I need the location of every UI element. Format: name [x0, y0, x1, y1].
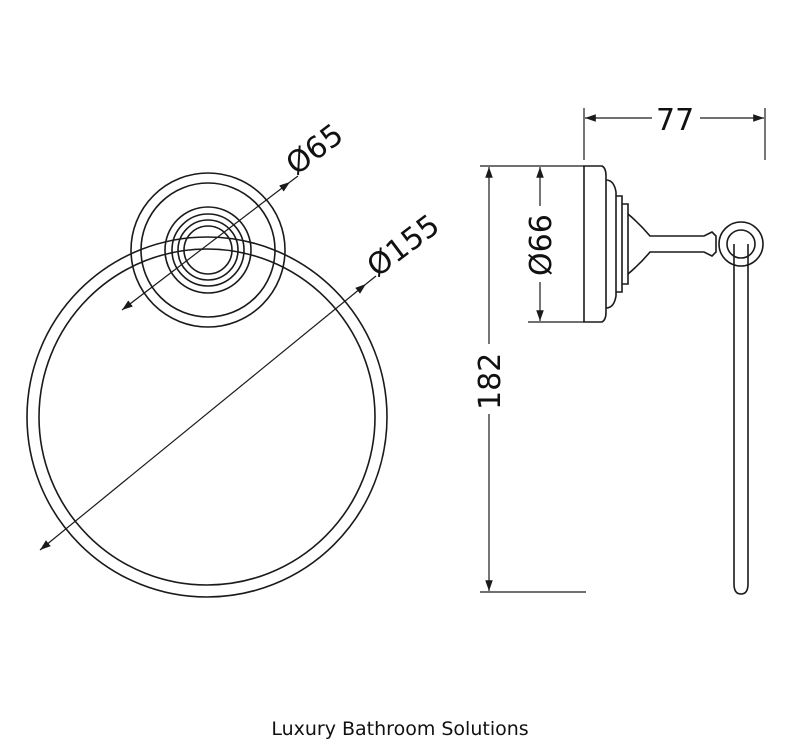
backplate-ring-2: [140, 182, 276, 318]
side-plate-diameter-label: Ø66: [524, 214, 559, 276]
side-pivot: [718, 221, 764, 267]
height-label: 182: [473, 353, 508, 410]
side-plate-step-1: [605, 179, 617, 309]
brand-caption: Luxury Bathroom Solutions: [271, 718, 529, 740]
front-view: Ø65 Ø155: [26, 117, 447, 598]
side-pivot-inner: [726, 229, 756, 259]
side-view: Ø66 77 182: [473, 103, 766, 595]
side-ring-profile: [733, 244, 749, 595]
towel-ring-outer: [26, 236, 388, 598]
ring-diameter-label: Ø155: [361, 208, 447, 285]
ring-diameter-leader: [365, 275, 377, 285]
backplate-diameter-label: Ø65: [280, 117, 350, 182]
backplate-outer-ring: [130, 172, 286, 328]
side-plate-step-3: [622, 203, 629, 285]
ring-diameter-dim-line: [39, 283, 367, 551]
projection-label: 77: [656, 103, 694, 138]
side-plate-step-2: [616, 195, 623, 293]
side-wall-plate: [583, 165, 607, 323]
towel-ring-inner: [38, 248, 376, 586]
side-arm: [627, 213, 717, 275]
backplate-diameter-leader: [289, 175, 299, 183]
